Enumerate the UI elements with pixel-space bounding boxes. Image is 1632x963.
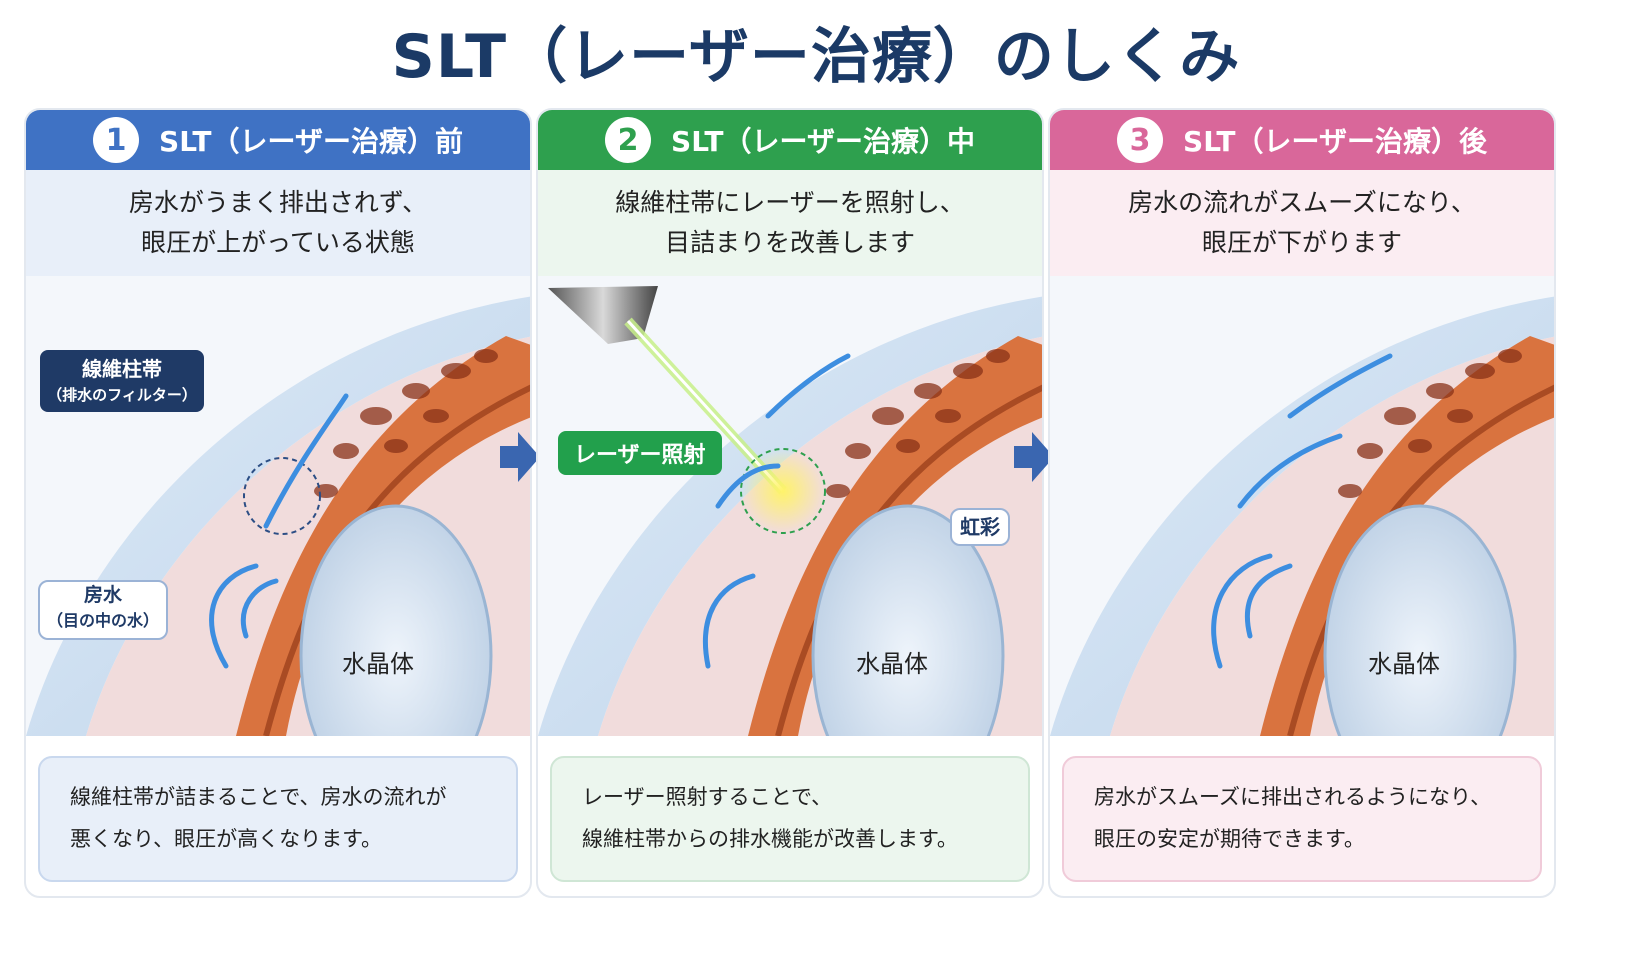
- panel-during-subtitle: 線維柱帯にレーザーを照射し、 目詰まりを改善します: [538, 170, 1042, 276]
- panel-after: 3 SLT（レーザー治療）後 房水の流れがスムーズになり、 眼圧が下がります: [1048, 108, 1556, 898]
- panel-after-note: 房水がスムーズに排出されるようになり、 眼圧の安定が期待できます。: [1062, 756, 1542, 882]
- panel-during-note: レーザー照射することで、 線維柱帯からの排水機能が改善します。: [550, 756, 1030, 882]
- lens-label: 水晶体: [1368, 650, 1440, 678]
- step-number-badge: 3: [1117, 117, 1164, 163]
- panel-after-title: SLT（レーザー治療）後: [1183, 125, 1487, 158]
- panel-before-note: 線維柱帯が詰まることで、房水の流れが 悪くなり、眼圧が高くなります。: [38, 756, 518, 882]
- eye-cross-section: [26, 276, 530, 736]
- eye-cross-section: [538, 276, 1042, 736]
- panel-before: 1 SLT（レーザー治療）前 房水がうまく排出されず、 眼圧が上がっている状態: [24, 108, 532, 898]
- step-number-badge: 1: [93, 117, 140, 163]
- step-number-badge: 2: [605, 117, 652, 163]
- eye-illustration-during: レーザー照射 虹彩 水晶体: [538, 276, 1042, 736]
- panel-during-title: SLT（レーザー治療）中: [671, 125, 975, 158]
- subtitle-line: 目詰まりを改善します: [664, 228, 915, 257]
- eye-cross-section: [1050, 276, 1554, 736]
- aqueous-humor-label: 房水 （目の中の水）: [38, 580, 168, 640]
- panel-after-subtitle: 房水の流れがスムーズになり、 眼圧が下がります: [1050, 170, 1554, 276]
- panel-before-header: 1 SLT（レーザー治療）前: [26, 110, 530, 170]
- lens-label: 水晶体: [342, 650, 414, 678]
- page-title: SLT（レーザー治療）のしくみ: [391, 22, 1241, 92]
- subtitle-line: 房水の流れがスムーズになり、: [1128, 188, 1476, 217]
- eye-illustration-before: 線維柱帯 （排水のフィルター） 房水 （目の中の水） 水晶体: [26, 276, 530, 736]
- subtitle-line: 眼圧が上がっている状態: [141, 228, 415, 257]
- panel-during: 2 SLT（レーザー治療）中 線維柱帯にレーザーを照射し、 目詰まりを改善します: [536, 108, 1044, 898]
- eye-illustration-after: 水晶体: [1050, 276, 1554, 736]
- panel-before-subtitle: 房水がうまく排出されず、 眼圧が上がっている状態: [26, 170, 530, 276]
- laser-irradiation-label: レーザー照射: [558, 431, 722, 475]
- next-step-arrow-icon: [500, 432, 540, 482]
- subtitle-line: 線維柱帯にレーザーを照射し、: [615, 188, 965, 217]
- panel-during-header: 2 SLT（レーザー治療）中: [538, 110, 1042, 170]
- subtitle-line: 房水がうまく排出されず、: [128, 188, 428, 217]
- next-step-arrow-icon: [1014, 432, 1054, 482]
- panel-before-title: SLT（レーザー治療）前: [159, 125, 463, 158]
- subtitle-line: 眼圧が下がります: [1201, 228, 1402, 257]
- panel-after-header: 3 SLT（レーザー治療）後: [1050, 110, 1554, 170]
- trabecular-meshwork-label: 線維柱帯 （排水のフィルター）: [40, 350, 204, 412]
- iris-label: 虹彩: [950, 508, 1010, 546]
- lens-label: 水晶体: [856, 650, 928, 678]
